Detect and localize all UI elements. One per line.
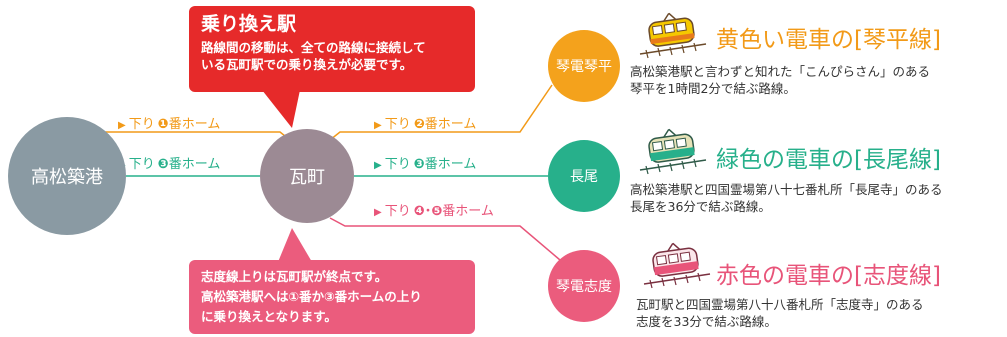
- train-icon: [639, 128, 707, 175]
- station-kotoden-kotohira: 琴電琴平: [548, 30, 620, 102]
- callout-title: 乗り換え駅: [201, 13, 297, 35]
- station-kawaramachi: 瓦町: [260, 129, 354, 223]
- kotohira-line-title: 黄色い電車の[琴平線]: [716, 27, 941, 53]
- nagao-line-desc-1: 高松築港駅と四国霊場第八十七番札所「長尾寺」のある: [630, 182, 943, 197]
- shido-line-desc-2: 志度を33分で結ぶ路線。: [636, 314, 777, 329]
- callout-body: 路線間の移動は、全ての路線に接続して いる瓦町駅での乗り換えが必要です。: [201, 40, 426, 72]
- shido-line-note-callout: 志度線上りは瓦町駅が終点です。 高松築港駅へは①番か③番ホームの上り に乗り換え…: [189, 260, 475, 334]
- station-kotoden-shido: 琴電志度: [548, 250, 620, 322]
- arrow-right-icon: ▶: [118, 120, 126, 131]
- station-nagao: 長尾: [548, 140, 620, 212]
- nagao-line-title: 緑色の電車の[長尾線]: [716, 147, 941, 173]
- callout-top-pointer: [262, 90, 300, 128]
- arrow-right-icon: ▶: [374, 207, 382, 218]
- callout-bottom-pointer: [278, 228, 312, 262]
- train-icon: [643, 242, 711, 289]
- shido-line-path: [329, 217, 561, 261]
- arrow-right-icon: ▶: [374, 120, 382, 131]
- kotohira-line-desc-1: 高松築港駅と言わずと知れた「こんぴらさん」のある: [630, 64, 931, 79]
- shido-line-desc-1: 瓦町駅と四国霊場第八十八番札所「志度寺」のある: [636, 297, 924, 312]
- shido-line-title: 赤色の電車の[志度線]: [716, 263, 941, 289]
- train-icon: [639, 12, 707, 59]
- station-takamatsu-chikko: 高松築港: [8, 117, 126, 235]
- nagao-line-desc-2: 長尾を36分で結ぶ路線。: [630, 199, 771, 214]
- arrow-right-icon: ▶: [374, 160, 382, 171]
- transfer-station-callout: 乗り換え駅 路線間の移動は、全ての路線に接続して いる瓦町駅での乗り換えが必要で…: [189, 6, 475, 92]
- kotohira-line-desc-2: 琴平を1時間2分で結ぶ路線。: [630, 81, 796, 96]
